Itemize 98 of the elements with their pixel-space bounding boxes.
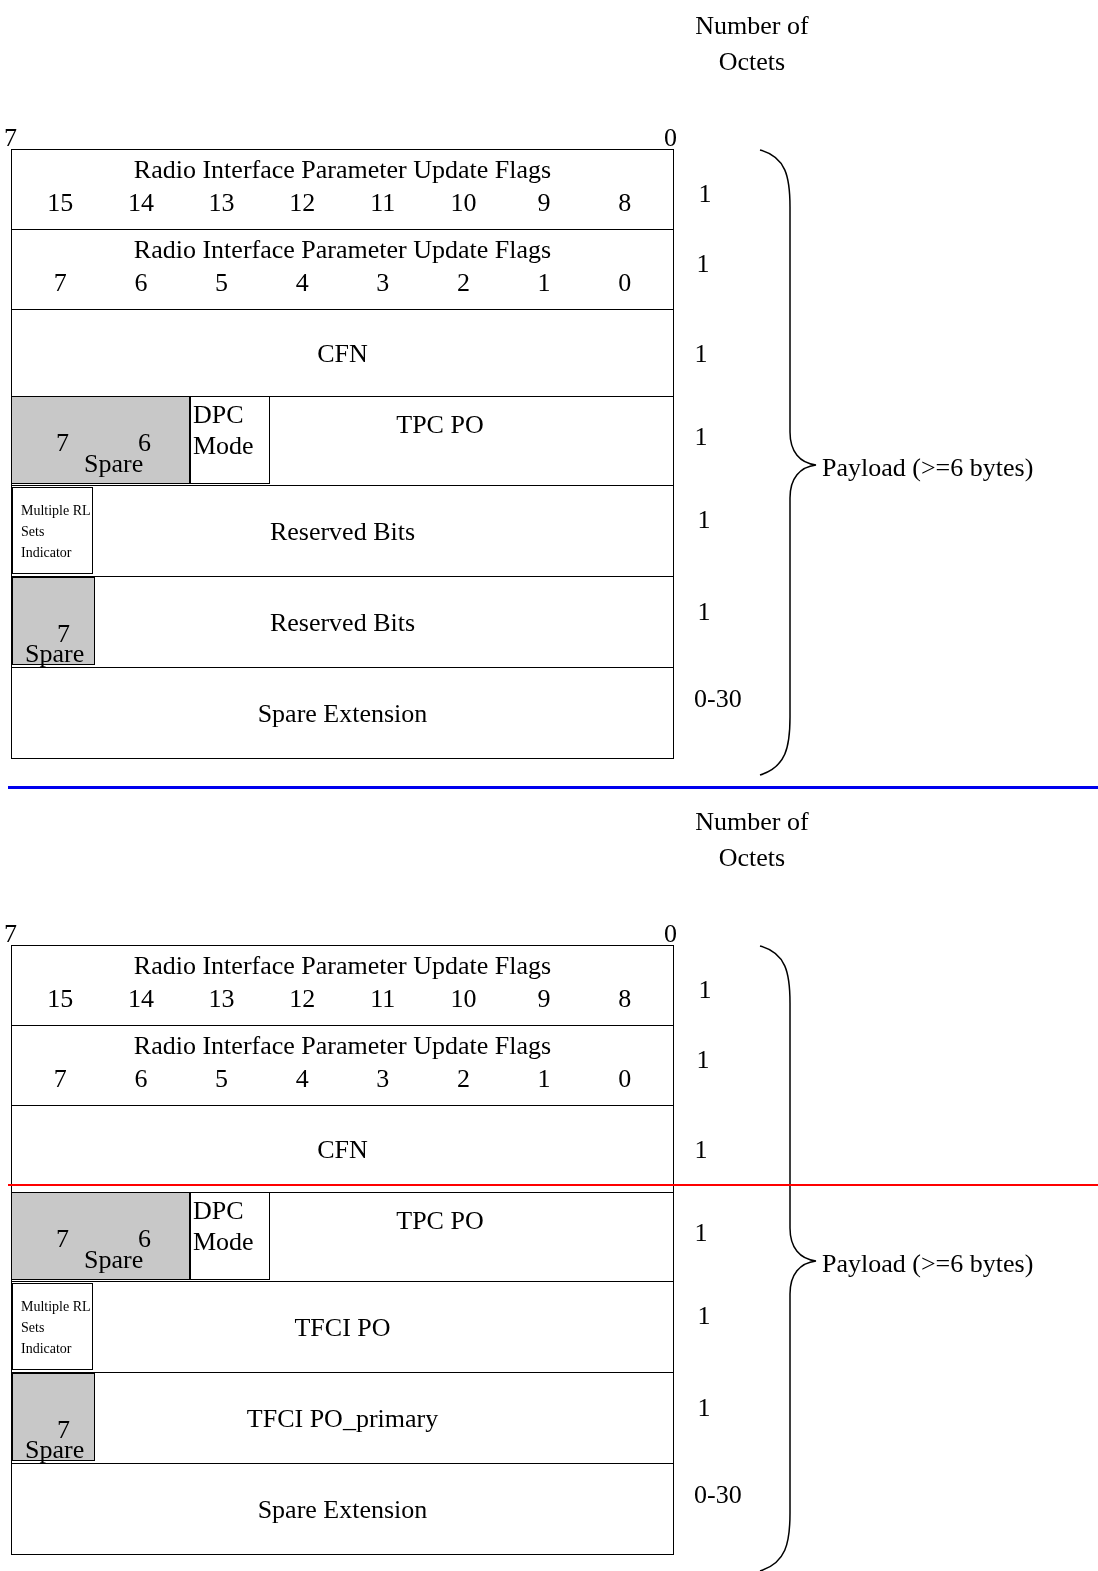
field-name: Spare Extension xyxy=(257,697,428,730)
bit-number: 14 xyxy=(127,982,154,1015)
field-name: DPC Mode xyxy=(193,1196,254,1257)
bit-number: 6 xyxy=(138,1223,151,1253)
bit-index: 7 xyxy=(4,122,18,154)
bit-number: 7 xyxy=(53,266,67,299)
brace-label: Payload (>=6 bytes) xyxy=(822,1248,1035,1280)
octet-count: 1 xyxy=(695,248,711,280)
bit-index: 0 xyxy=(664,918,678,950)
bit-index: 7 xyxy=(4,918,18,950)
bit-number: 2 xyxy=(456,1062,470,1095)
field-row xyxy=(11,309,674,397)
field-name: Multiple RL Sets Indicator xyxy=(21,503,91,560)
field-row xyxy=(11,1025,674,1106)
bit-number: 1 xyxy=(537,1062,551,1095)
field-row xyxy=(11,667,674,759)
bit-number: 10 xyxy=(450,982,477,1015)
bit-number: 11 xyxy=(370,186,396,219)
spare-bits-box xyxy=(11,396,190,484)
field-row xyxy=(11,1372,674,1464)
field-name: Reserved Bits xyxy=(269,606,416,639)
octet-count: 1 xyxy=(696,1392,712,1424)
field-box xyxy=(190,396,270,484)
bit-number: 10 xyxy=(450,186,477,219)
field-name: Radio Interface Parameter Update Flags xyxy=(133,950,552,982)
octet-count: 1 xyxy=(695,1044,711,1076)
octet-count: 1 xyxy=(693,338,709,370)
bit-number: 13 xyxy=(208,186,235,219)
bit-number: 15 xyxy=(47,982,74,1015)
field-name: CFN xyxy=(317,337,368,370)
field-name: Radio Interface Parameter Update Flags xyxy=(133,1030,552,1062)
bit-number: 5 xyxy=(215,266,229,299)
field-row xyxy=(11,576,674,668)
brace-label: Payload (>=6 bytes) xyxy=(822,452,1035,484)
field-box xyxy=(12,487,93,574)
bit-number: 7 xyxy=(56,427,69,459)
field-name: Radio Interface Parameter Update Flags xyxy=(133,234,552,266)
octet-count: 1 xyxy=(697,974,713,1006)
spare-bits-box xyxy=(12,577,95,665)
octet-count: 0-30 xyxy=(694,683,743,715)
bit-number: 8 xyxy=(618,982,632,1015)
field-row xyxy=(11,1105,674,1193)
octet-count: 1 xyxy=(697,178,713,210)
spare-bits-box xyxy=(12,1373,95,1461)
bit-number: 11 xyxy=(370,982,396,1015)
bit-number: 13 xyxy=(208,982,235,1015)
bit-number: 6 xyxy=(134,266,148,299)
bit-number: 12 xyxy=(289,186,316,219)
column-heading: Number of Octets xyxy=(694,806,810,875)
bit-number: 0 xyxy=(618,266,632,299)
bit-number: 15 xyxy=(47,186,74,219)
bit-number: 3 xyxy=(376,266,390,299)
field-row xyxy=(11,229,674,310)
field-name: Reserved Bits xyxy=(269,515,416,548)
bit-number: 9 xyxy=(537,186,551,219)
column-heading: Number of Octets xyxy=(694,10,810,79)
bit-index: 0 xyxy=(664,122,678,154)
field-row xyxy=(11,1192,674,1282)
bit-number: 3 xyxy=(376,1062,390,1095)
bit-number: 9 xyxy=(537,982,551,1015)
field-name: DPC Mode xyxy=(193,400,254,461)
field-row xyxy=(11,1463,674,1555)
bit-number: 12 xyxy=(289,982,316,1015)
octet-count: 0-30 xyxy=(694,1479,743,1511)
bit-number: 7 xyxy=(53,1062,67,1095)
bit-number: 4 xyxy=(295,266,309,299)
octet-count: 1 xyxy=(696,596,712,628)
octet-count: 1 xyxy=(696,1300,712,1332)
field-name: CFN xyxy=(317,1133,368,1166)
octet-count: 1 xyxy=(693,1134,709,1166)
field-row xyxy=(11,149,674,230)
field-name: Spare Extension xyxy=(257,1493,428,1526)
spare-bits-box xyxy=(11,1192,190,1280)
bit-number: 1 xyxy=(537,266,551,299)
field-name: Multiple RL Sets Indicator xyxy=(21,1299,91,1356)
bit-number: 6 xyxy=(138,427,151,457)
bit-number: 7 xyxy=(56,1223,69,1255)
field-name: Radio Interface Parameter Update Flags xyxy=(133,154,552,186)
field-box xyxy=(190,1192,270,1280)
field-box xyxy=(12,1283,93,1370)
field-row xyxy=(11,1281,674,1373)
octet-count: 1 xyxy=(693,421,709,453)
field-name: TFCI PO_primary xyxy=(246,1402,439,1435)
octet-count: 1 xyxy=(693,1217,709,1249)
bit-number: 0 xyxy=(618,1062,632,1095)
field-name: TFCI PO xyxy=(294,1311,391,1344)
bit-number: 5 xyxy=(215,1062,229,1095)
field-name: TPC PO xyxy=(396,1205,484,1237)
bit-number: 4 xyxy=(295,1062,309,1095)
bit-number: 2 xyxy=(456,266,470,299)
field-row xyxy=(11,396,674,486)
field-name: TPC PO xyxy=(396,409,484,441)
bit-number: 8 xyxy=(618,186,632,219)
bit-number: 14 xyxy=(127,186,154,219)
octet-count: 1 xyxy=(696,504,712,536)
bit-number: 6 xyxy=(134,1062,148,1095)
field-row xyxy=(11,485,674,577)
field-row xyxy=(11,945,674,1026)
